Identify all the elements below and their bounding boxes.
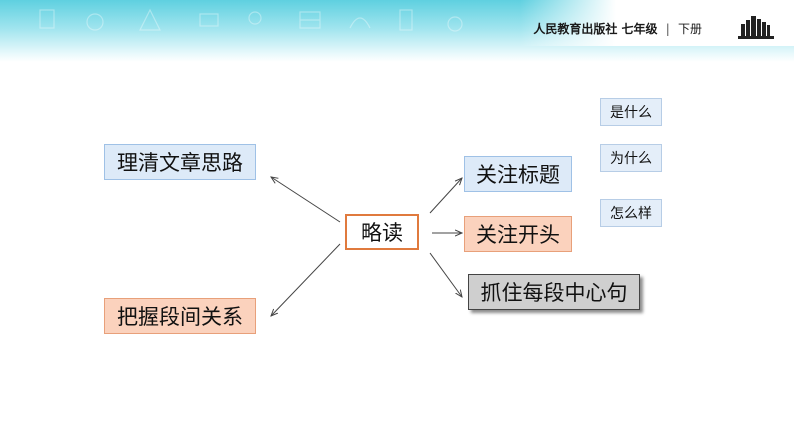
node-focus-title-label: 关注标题	[476, 163, 560, 187]
link-center-to-relation	[271, 243, 341, 316]
node-clarify-structure-label: 理清文章思路	[117, 151, 243, 175]
volume-label: 下册	[677, 22, 702, 36]
question-what: 是什么	[600, 98, 662, 126]
books-icon	[738, 16, 774, 39]
link-center-to-structure	[271, 177, 341, 223]
node-focus-opening-label: 关注开头	[476, 223, 560, 247]
node-clarify-structure: 理清文章思路	[104, 144, 256, 180]
node-paragraph-relations: 把握段间关系	[104, 298, 256, 334]
node-topic-sentence-label: 抓住每段中心句	[480, 281, 628, 305]
node-skim-reading: 略读	[345, 214, 419, 250]
link-center-to-title	[429, 178, 462, 214]
question-why-label: 为什么	[610, 151, 652, 167]
publisher-name: 人民教育出版社	[533, 22, 618, 36]
publisher-label: 人民教育出版社 七年级 | 下册	[533, 20, 702, 37]
node-paragraph-relations-label: 把握段间关系	[117, 305, 243, 329]
node-topic-sentence: 抓住每段中心句	[468, 274, 640, 310]
link-center-to-topic-sentence	[429, 252, 462, 297]
node-skim-reading-label: 略读	[361, 221, 403, 245]
question-why: 为什么	[600, 144, 662, 172]
question-how-label: 怎么样	[610, 206, 652, 222]
banner-doodles	[39, 8, 463, 32]
node-focus-title: 关注标题	[464, 156, 572, 192]
node-focus-opening: 关注开头	[464, 216, 572, 252]
grade-label: 七年级	[621, 22, 658, 36]
question-what-label: 是什么	[610, 105, 652, 121]
header-separator: |	[665, 22, 670, 36]
question-how: 怎么样	[600, 199, 662, 227]
